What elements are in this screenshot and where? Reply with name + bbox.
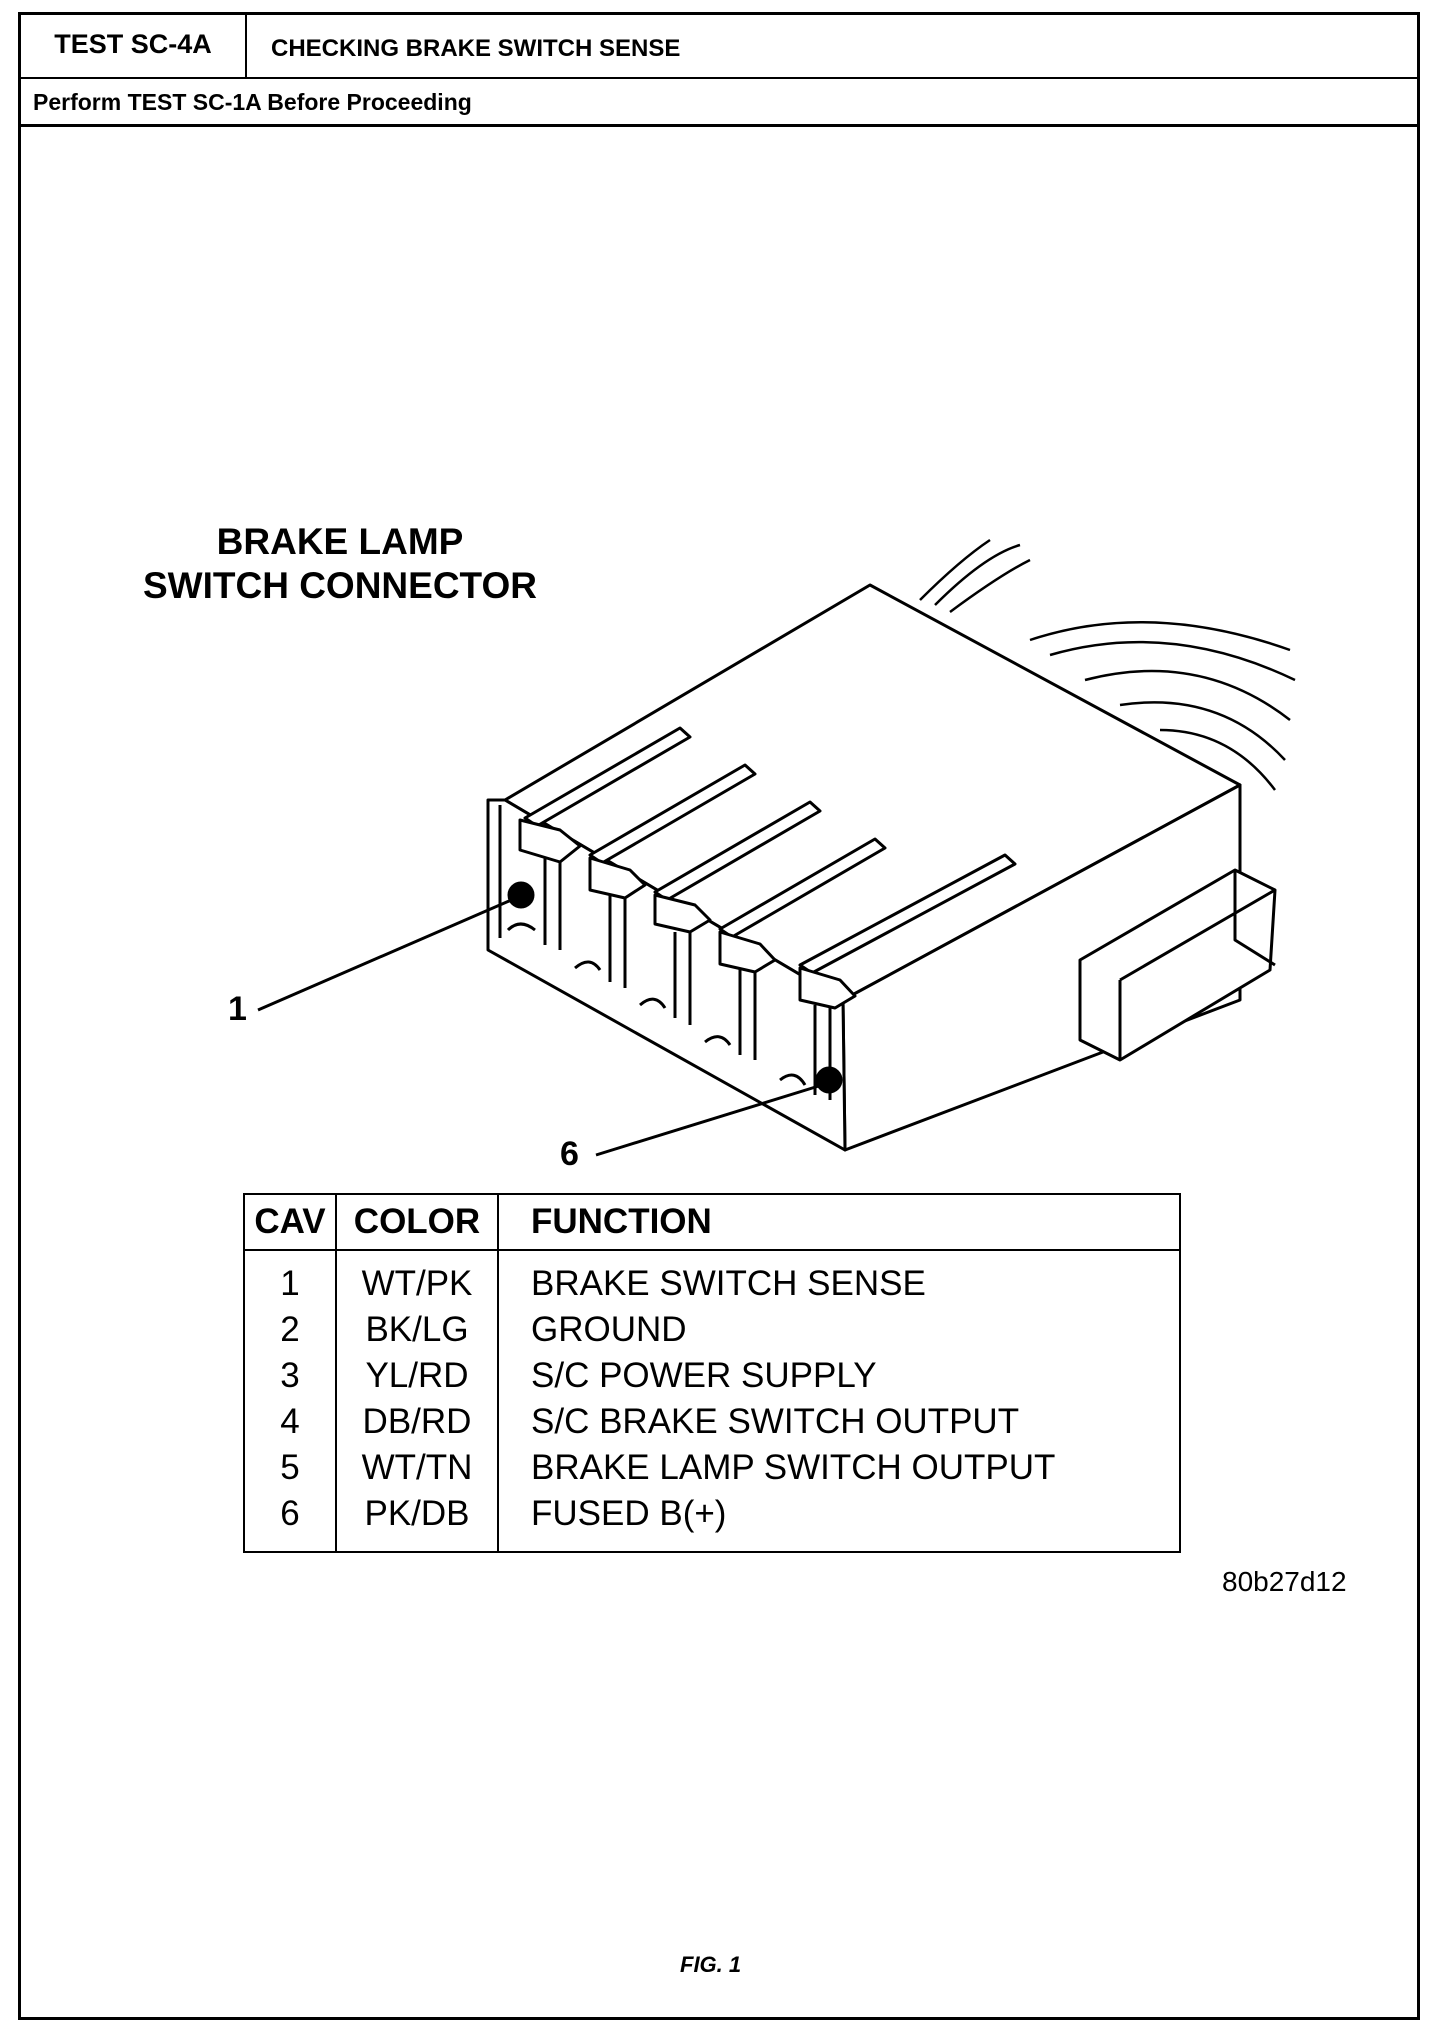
cell-color: WT/TN [336,1445,499,1491]
cell-function: S/C POWER SUPPLY [531,1356,877,1395]
cell-cav: 4 [244,1399,337,1445]
header-row: TEST SC-4A CHECKING BRAKE SWITCH SENSE [21,15,1417,79]
cell-cav: 6 [244,1491,337,1552]
cell-function: BRAKE SWITCH SENSE [531,1264,926,1303]
header-color: COLOR [336,1194,499,1251]
callout-1-label: 1 [228,990,247,1028]
diagram-title-line1: BRAKE LAMP [216,521,464,562]
figure-code: 80b27d12 [1222,1566,1347,1597]
cell-color: BK/LG [336,1307,499,1353]
wire-bundle [919,538,1296,791]
table-row: 3 YL/RD S/C POWER SUPPLY [244,1353,1180,1399]
table-row: 4 DB/RD S/C BRAKE SWITCH OUTPUT [244,1399,1180,1445]
table-row: 1 WT/PK BRAKE SWITCH SENSE [244,1250,1180,1307]
cavity-1-marker [507,881,535,909]
terminal-slots [506,726,1017,1100]
pin-table-header: CAV COLOR FUNCTION [244,1194,1180,1251]
pin-table: CAV COLOR FUNCTION 1 WT/PK BRAKE SWITCH … [243,1193,1181,1553]
cell-function: FUSED B(+) [531,1494,727,1533]
header-function: FUNCTION [498,1194,1180,1251]
connector-drawing [257,538,1296,1157]
prerequisite-note: Perform TEST SC-1A Before Proceeding [21,79,1417,127]
cell-color: YL/RD [336,1353,499,1399]
cell-cav: 5 [244,1445,337,1491]
callout-6-label: 6 [560,1135,579,1173]
callout-1-leader [257,896,517,1012]
cell-function: GROUND [531,1310,687,1349]
table-row: 2 BK/LG GROUND [244,1307,1180,1353]
diagram-title-line2: SWITCH CONNECTOR [143,565,537,606]
figure-label: FIG. 1 [680,1952,742,1977]
header-cav: CAV [244,1194,337,1251]
cell-cav: 2 [244,1307,337,1353]
table-row: 5 WT/TN BRAKE LAMP SWITCH OUTPUT [244,1445,1180,1491]
cell-cav: 3 [244,1353,337,1399]
cell-function: S/C BRAKE SWITCH OUTPUT [531,1402,1020,1441]
cell-color: PK/DB [336,1491,499,1552]
cell-cav: 1 [244,1250,337,1307]
test-title: CHECKING BRAKE SWITCH SENSE [271,35,681,62]
cell-color: WT/PK [336,1250,499,1307]
cell-color: DB/RD [336,1399,499,1445]
connector-housing [486,583,1277,1152]
cavity-6-marker [815,1066,843,1094]
callout-6-leader [595,1083,823,1157]
test-id: TEST SC-4A [21,15,247,77]
test-frame: TEST SC-4A CHECKING BRAKE SWITCH SENSE P… [18,12,1420,2020]
cell-function: BRAKE LAMP SWITCH OUTPUT [531,1448,1056,1487]
table-row: 6 PK/DB FUSED B(+) [244,1491,1180,1552]
diagram-title: BRAKE LAMP SWITCH CONNECTOR [80,520,600,608]
